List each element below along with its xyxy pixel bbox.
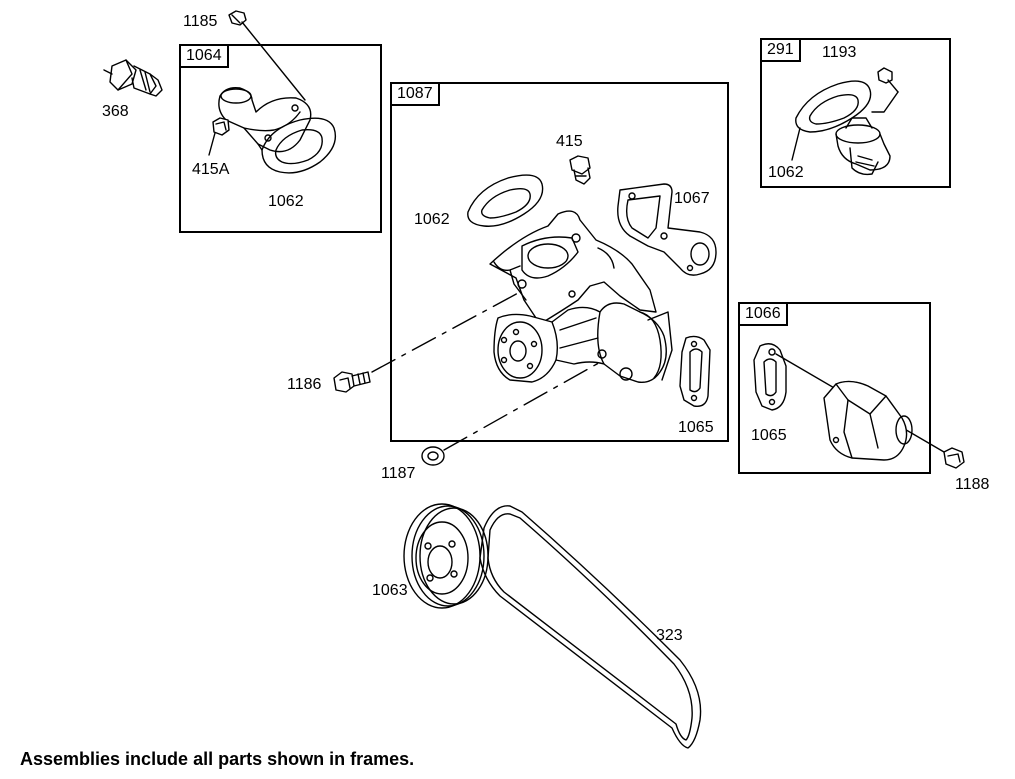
water-pump-body xyxy=(489,210,673,383)
frame-assembly-1087: 1087 xyxy=(390,82,729,442)
part-label-1186: 1186 xyxy=(287,376,322,393)
frame-assembly-1066: 1066 xyxy=(738,302,931,474)
part-label-415: 415 xyxy=(556,133,583,150)
gasket-1062-thermostat xyxy=(791,80,872,161)
part-label-1062-housing: 1062 xyxy=(268,193,304,210)
pulley-1063 xyxy=(403,503,489,609)
part-label-1062-pump: 1062 xyxy=(414,211,450,228)
part-label-415A: 415A xyxy=(192,161,230,178)
bolt-1185 xyxy=(228,10,306,101)
bolt-1187 xyxy=(421,359,605,466)
temperature-sender-368 xyxy=(103,59,163,97)
part-label-1062-thermostat: 1062 xyxy=(768,164,804,181)
part-label-1193: 1193 xyxy=(822,44,857,61)
part-label-1187: 1187 xyxy=(381,465,416,482)
frame-tag-1064: 1064 xyxy=(179,44,229,68)
part-label-1063: 1063 xyxy=(372,582,408,599)
gasket-1062-pump xyxy=(467,174,544,227)
part-label-368: 368 xyxy=(102,103,129,120)
part-label-1188: 1188 xyxy=(955,476,990,493)
part-label-1065-outlet: 1065 xyxy=(751,427,787,444)
part-label-1185: 1185 xyxy=(183,13,218,30)
water-outlet-elbow xyxy=(823,380,913,461)
assembly-caption: Assemblies include all parts shown in fr… xyxy=(20,749,415,769)
gasket-1065-pump xyxy=(679,335,711,407)
frame-assembly-1064: 1064 xyxy=(179,44,382,233)
frame-tag-1066: 1066 xyxy=(738,302,788,326)
plug-415 xyxy=(569,155,591,185)
frame-assembly-291: 291 xyxy=(760,38,951,188)
gasket-1062-housing xyxy=(261,117,337,174)
part-label-1067: 1067 xyxy=(674,190,710,207)
bolt-1186 xyxy=(333,291,521,393)
drive-belt-323 xyxy=(479,505,702,749)
plug-415A xyxy=(208,117,230,156)
part-label-1065-pump: 1065 xyxy=(678,419,714,436)
thermostat-unit xyxy=(835,117,891,176)
frame-tag-1087: 1087 xyxy=(390,82,440,106)
part-label-323: 323 xyxy=(656,627,683,644)
bolt-1193 xyxy=(871,67,899,113)
bolt-1188 xyxy=(943,447,965,469)
frame-tag-291: 291 xyxy=(760,38,801,62)
gasket-1067 xyxy=(617,183,717,276)
